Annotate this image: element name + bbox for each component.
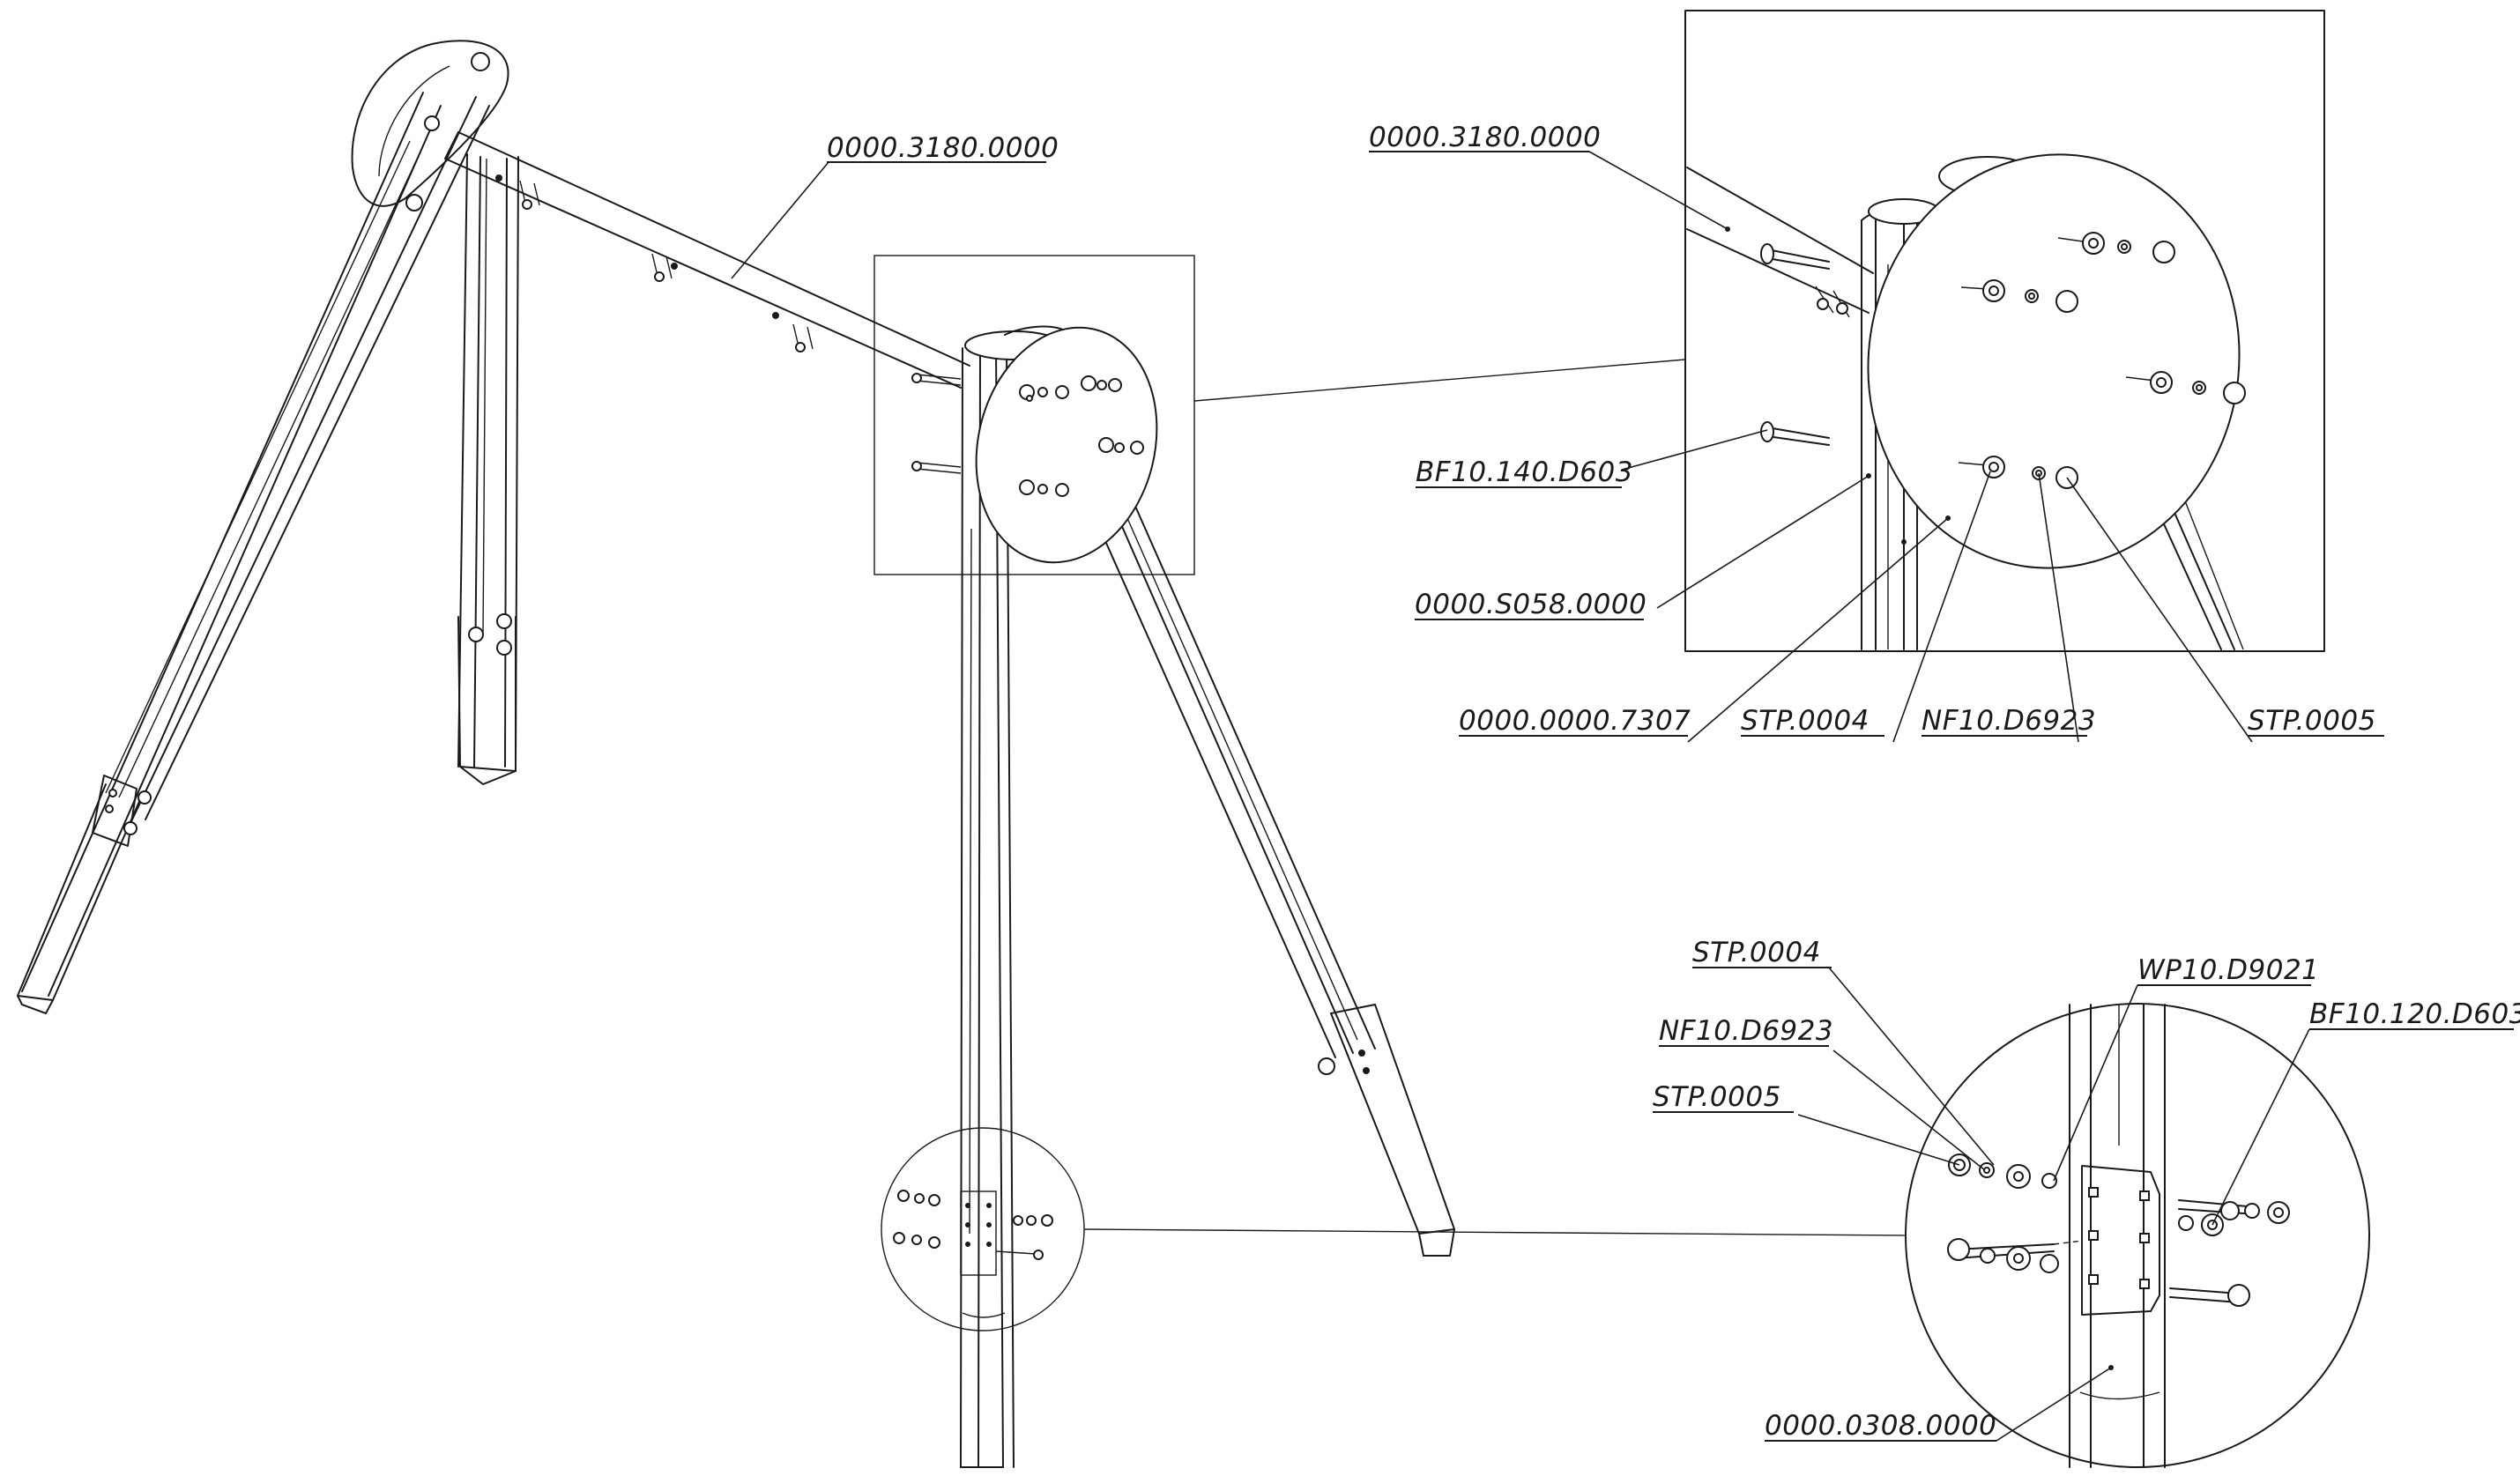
label-bottom-cap5: STP.0005 — [1653, 1081, 1794, 1113]
svg-text:0000.0000.7307: 0000.0000.7307 — [1459, 705, 1691, 737]
connector-top — [1193, 359, 1686, 402]
detail-circle-bottom-source — [881, 1127, 1085, 1331]
label-top-bolt: BF10.140.D603 — [1416, 456, 1633, 488]
detail-top — [1684, 10, 2325, 652]
label-bottom-cap4: STP.0004 — [1692, 937, 1832, 968]
svg-text:0000.3180.0000: 0000.3180.0000 — [1369, 122, 1601, 153]
svg-text:BF10.140.D603: BF10.140.D603 — [1416, 456, 1633, 488]
svg-text:NF10.D6923: NF10.D6923 — [1659, 1015, 1833, 1047]
connector-bottom — [1083, 1228, 1907, 1236]
svg-text:0000.0308.0000: 0000.0308.0000 — [1765, 1410, 1996, 1442]
left-a-frame — [17, 40, 519, 1014]
label-bottom-bolt: BF10.120.D603 — [2309, 998, 2520, 1030]
label-top-post: 0000.0000.7307 — [1459, 705, 1691, 737]
label-top-beam: 0000.3180.0000 — [1369, 122, 1601, 153]
svg-text:BF10.120.D603: BF10.120.D603 — [2309, 998, 2520, 1030]
label-bottom-washer: WP10.D9021 — [2137, 954, 2319, 986]
top-beam — [444, 131, 970, 389]
svg-text:WP10.D9021: WP10.D9021 — [2137, 954, 2319, 986]
svg-text:STP.0005: STP.0005 — [1653, 1081, 1781, 1113]
svg-text:STP.0005: STP.0005 — [2248, 705, 2376, 737]
svg-text:0000.S058.0000: 0000.S058.0000 — [1415, 589, 1647, 620]
detail-bottom — [1905, 1003, 2370, 1468]
svg-text:STP.0004: STP.0004 — [1692, 937, 1821, 968]
label-main-beam: 0000.3180.0000 — [827, 132, 1059, 164]
label-top-plate: 0000.S058.0000 — [1415, 589, 1647, 620]
svg-text:STP.0004: STP.0004 — [1741, 705, 1870, 737]
main-view-hardware — [911, 373, 1144, 497]
svg-text:0000.3180.0000: 0000.3180.0000 — [827, 132, 1059, 164]
labels: 0000.3180.0000 0000.3180.0000 BF10.140.D… — [827, 122, 2520, 1442]
svg-text:NF10.D6923: NF10.D6923 — [1922, 705, 2096, 737]
label-top-cap4: STP.0004 — [1741, 705, 1884, 737]
label-bottom-sleeve: 0000.0308.0000 — [1765, 1410, 1996, 1442]
bottom-source-hardware — [893, 1190, 1053, 1276]
label-top-cap5: STP.0005 — [2248, 705, 2384, 737]
label-bottom-nut: NF10.D6923 — [1659, 1015, 1833, 1047]
leader-lines — [731, 151, 2310, 1442]
detail-box-top-source — [873, 255, 1195, 575]
label-top-nut: NF10.D6923 — [1922, 705, 2096, 737]
